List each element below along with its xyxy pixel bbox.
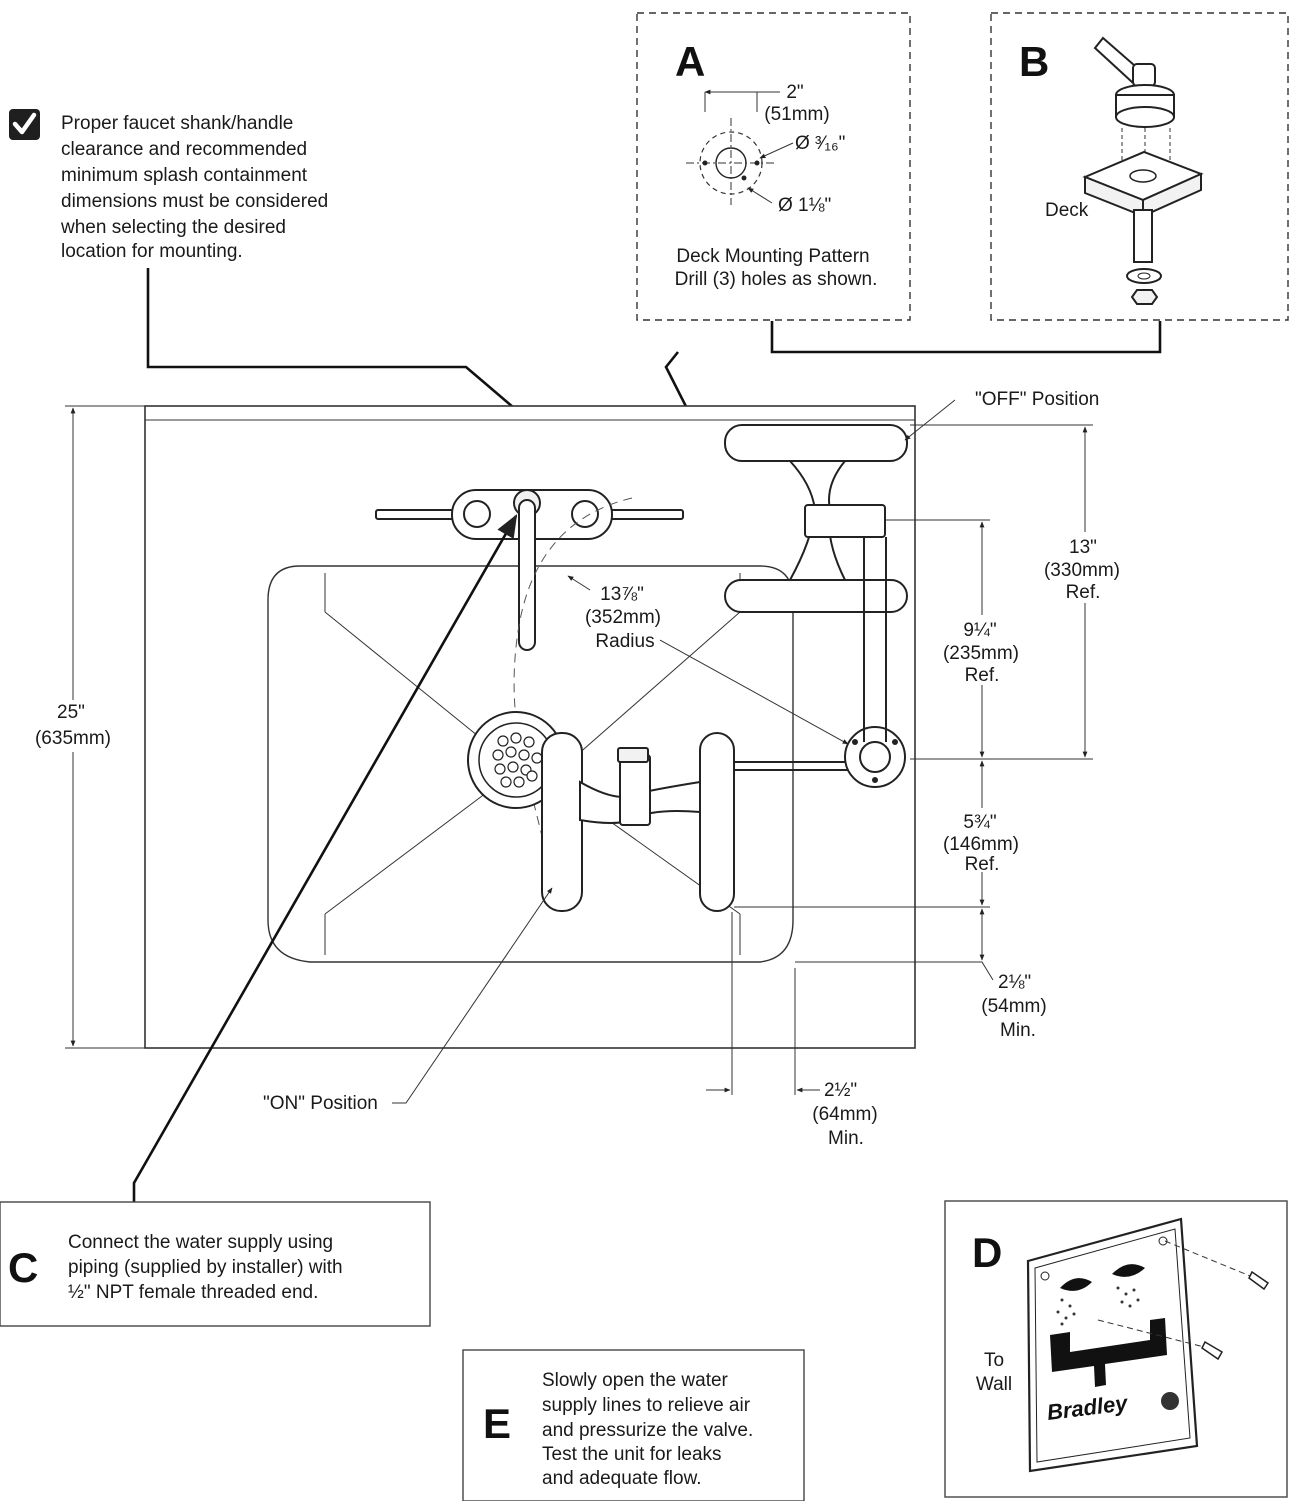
height-25-value: 25"	[57, 702, 85, 723]
panel-e-frame	[462, 1349, 805, 1501]
note-line-2: clearance and recommended	[61, 139, 307, 160]
dim-9-mm: (235mm)	[943, 643, 1019, 664]
dim-9-value: 9¼"	[963, 620, 996, 641]
panel-d-letter: D	[972, 1229, 1002, 1276]
panel-e-line-2: supply lines to relieve air	[542, 1395, 751, 1416]
deck-mount-exploded-view	[1082, 36, 1204, 305]
height-25-mm: (635mm)	[35, 728, 111, 749]
supply-flange	[844, 726, 906, 788]
dim-2-5-min: Min.	[828, 1128, 864, 1149]
off-position-label: "OFF" Position	[975, 389, 1099, 410]
panel-c-line-1: Connect the water supply using	[68, 1232, 333, 1253]
panel-c-letter: C	[8, 1244, 38, 1291]
note-line-3: minimum splash containment	[61, 165, 308, 186]
panel-b: B Deck	[990, 12, 1289, 321]
eyewash-spray-head	[467, 711, 565, 809]
handle-off-position	[724, 424, 908, 742]
dim-5-mm: (146mm)	[943, 834, 1019, 855]
radius-value: 13⅞"	[600, 584, 644, 605]
dim-13-ref: Ref.	[1066, 582, 1101, 603]
panel-e: E Slowly open the water supply lines to …	[462, 1349, 805, 1501]
note-line-1: Proper faucet shank/handle	[61, 113, 293, 134]
panel-a-small-hole: Ø ³⁄₁₆"	[795, 133, 845, 154]
panel-a-caption-2: Drill (3) holes as shown.	[675, 269, 878, 290]
panel-a-dim-spacing: 2"	[786, 82, 803, 103]
deck-hole-pattern	[686, 118, 776, 205]
counter-plan-view: 13⅞" (352mm) Radius	[144, 389, 1099, 1114]
dim-2-125-value: 2⅛"	[998, 972, 1031, 993]
panel-d-wall-label: Wall	[976, 1374, 1012, 1395]
panel-e-line-4: Test the unit for leaks	[542, 1444, 722, 1465]
on-position-label: "ON" Position	[263, 1093, 378, 1114]
radius-label: Radius	[595, 631, 654, 652]
panel-e-letter: E	[483, 1400, 511, 1447]
panel-a: A 2" (51mm) Ø ³⁄₁₆" Ø 1⅛" Deck Mounting …	[636, 12, 911, 321]
panel-c: C Connect the water supply using piping …	[0, 1201, 431, 1327]
dim-9-ref: Ref.	[965, 665, 1000, 686]
dim-2-125-mm: (54mm)	[981, 996, 1046, 1017]
panel-e-line-3: and pressurize the valve.	[542, 1420, 753, 1441]
dimension-lines: 25" (635mm) 13" (330mm) Ref. 9¼" (235mm)…	[35, 405, 1120, 1149]
panel-e-line-1: Slowly open the water	[542, 1370, 729, 1391]
checkmark-box-icon	[9, 109, 40, 140]
screw-icon	[1201, 1340, 1224, 1361]
panel-a-frame	[636, 12, 911, 321]
dim-13-mm: (330mm)	[1044, 560, 1120, 581]
panel-a-dim-spacing-mm: (51mm)	[764, 104, 829, 125]
panel-b-frame	[990, 12, 1289, 321]
dim-5-value: 5¾"	[963, 812, 996, 833]
dim-5-ref: Ref.	[965, 854, 1000, 875]
panels-ab-bracket	[770, 321, 1162, 354]
dim-2-5-value: 2½"	[824, 1080, 857, 1101]
note-line-5: when selecting the desired	[60, 217, 286, 238]
panel-e-line-5: and adequate flow.	[542, 1468, 702, 1489]
panel-c-leader	[132, 513, 518, 1202]
panel-d-to-label: To	[984, 1350, 1004, 1371]
dim-13-value: 13"	[1069, 537, 1097, 558]
panel-b-deck-label: Deck	[1045, 200, 1089, 221]
panel-a-letter: A	[675, 38, 705, 85]
panel-d: D To Wall Bradley	[944, 1200, 1288, 1498]
dim-2-125-min: Min.	[1000, 1020, 1036, 1041]
note-line-4: dimensions must be considered	[61, 191, 328, 212]
eye-icon	[1060, 1264, 1145, 1291]
radius-mm: (352mm)	[585, 607, 661, 628]
clearance-note: Proper faucet shank/handle clearance and…	[9, 109, 328, 262]
eyewash-wall-sign: Bradley	[1026, 1217, 1199, 1473]
panel-b-letter: B	[1019, 38, 1049, 85]
dim-2-5-mm: (64mm)	[812, 1104, 877, 1125]
panel-a-caption-1: Deck Mounting Pattern	[676, 246, 869, 267]
handle-on-position	[541, 732, 862, 912]
panel-c-frame	[0, 1201, 431, 1327]
note-line-6: location for mounting.	[61, 241, 243, 262]
panel-a-large-hole: Ø 1⅛"	[778, 195, 831, 216]
panel-c-line-3: ½" NPT female threaded end.	[68, 1282, 318, 1303]
panel-c-line-2: piping (supplied by installer) with	[68, 1257, 343, 1278]
screw-icon	[1248, 1270, 1270, 1291]
faucet	[375, 489, 684, 651]
